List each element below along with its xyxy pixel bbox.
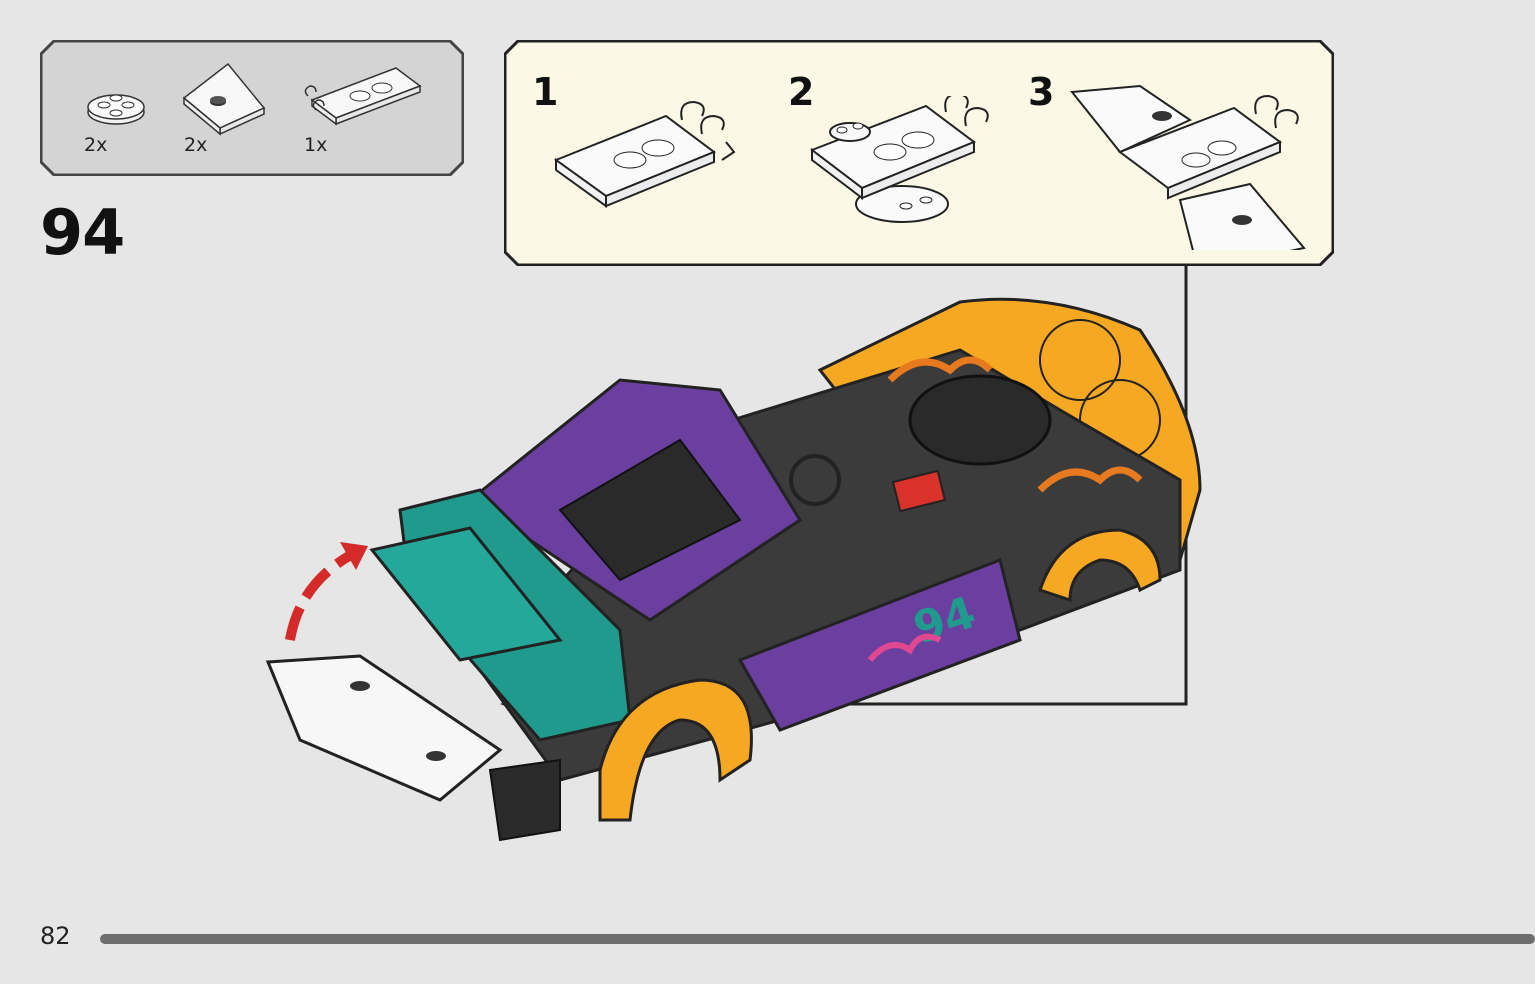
plate-with-round-plates-icon (809, 96, 989, 223)
parts-quantity: 2x (184, 134, 208, 156)
round-plate-icon (87, 94, 145, 125)
race-car-model-icon: 94 (265, 297, 1202, 842)
plate-with-slopes-icon (1070, 84, 1306, 250)
parts-list-box: 2x 2x 1x (40, 40, 464, 176)
page-number: 82 (40, 922, 71, 950)
transparent-slope-icon (182, 62, 266, 136)
sub-step-number: 3 (1028, 70, 1055, 114)
sub-assembly-box: 1 2 3 (504, 40, 1334, 266)
parts-item-round-plate (76, 60, 176, 160)
progress-fill (100, 934, 1535, 944)
plate-with-clips-icon (304, 67, 422, 126)
parts-quantity: 1x (304, 134, 328, 156)
parts-quantity: 2x (84, 134, 108, 156)
sub-step-number: 2 (788, 70, 815, 114)
step-number: 94 (40, 196, 125, 269)
parts-item-transparent-slope (180, 60, 280, 160)
plate-with-clips-icon (553, 100, 736, 208)
progress-bar (100, 934, 1535, 944)
parts-item-plate-with-clips (302, 60, 432, 160)
sub-step-number: 1 (532, 70, 559, 114)
rotate-arrow-icon (285, 545, 363, 641)
